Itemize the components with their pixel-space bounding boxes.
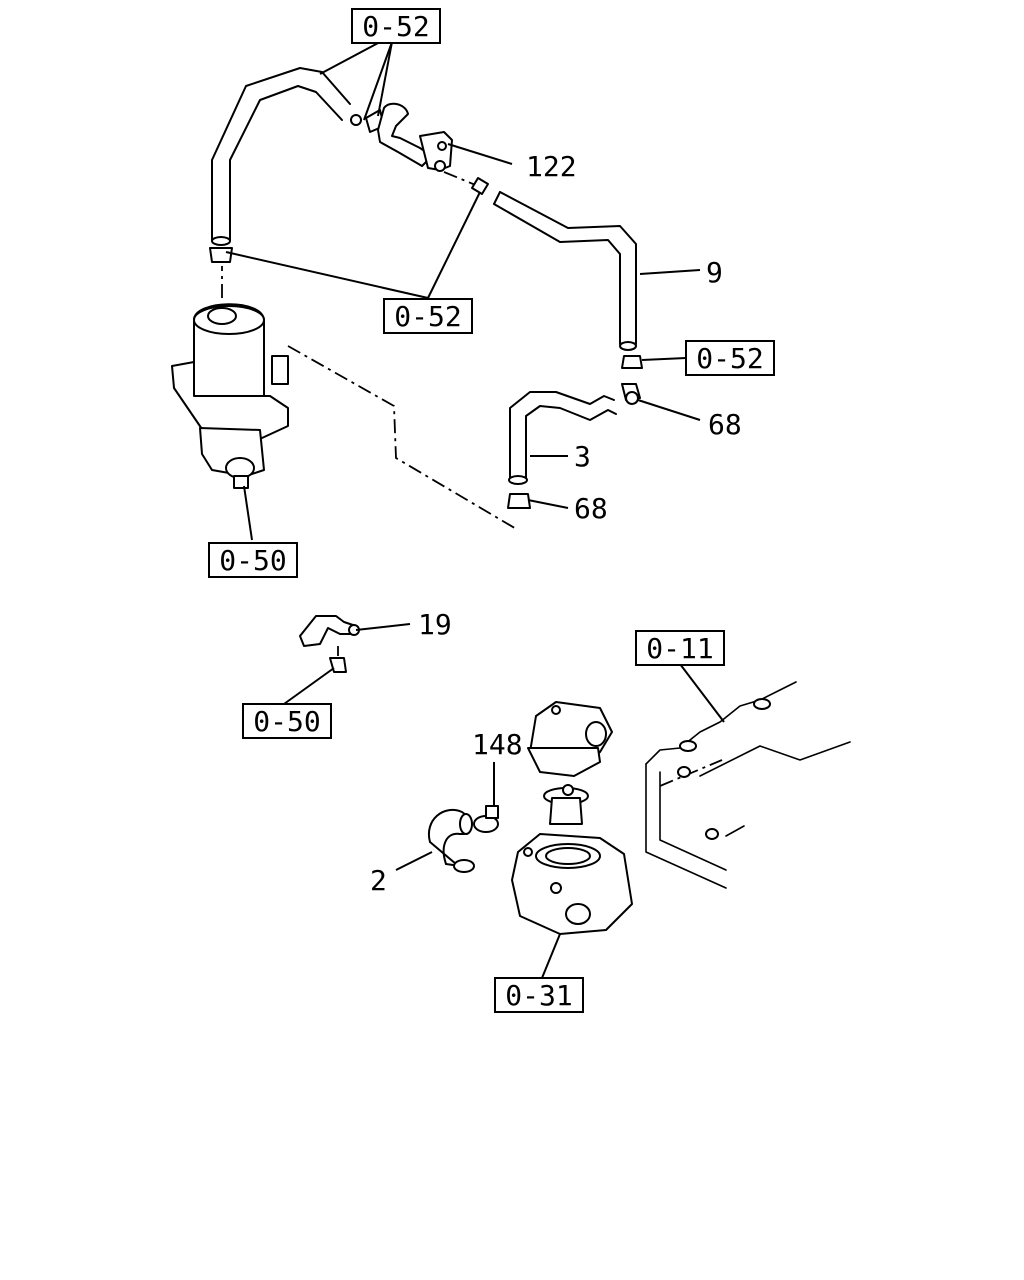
- ref-label: 0-50: [219, 544, 286, 577]
- ref-box-upper-right: 0-52: [685, 340, 775, 376]
- ref-label: 0-50: [253, 705, 320, 738]
- hose-3: [508, 391, 617, 485]
- upper-left-hose: [211, 67, 351, 246]
- hose-9-clamp: [621, 355, 643, 369]
- ref-box-upper-top: 0-52: [351, 8, 441, 44]
- bracket-19: [299, 615, 360, 673]
- ref-label: 0-11: [646, 632, 713, 665]
- part-number-68-lower: 68: [574, 492, 608, 525]
- upper-left-hose-clamp: [209, 247, 233, 263]
- hose-2: [427, 809, 475, 873]
- ref-box-upper-middle: 0-52: [383, 298, 473, 334]
- clamp-68-upper: [621, 383, 641, 405]
- clamp-68-lower: [507, 493, 531, 509]
- thermostat: [543, 784, 589, 825]
- part-number-122: 122: [526, 150, 577, 183]
- part-number-148: 148: [472, 728, 523, 761]
- separator-unit: [171, 266, 289, 489]
- part-number-19: 19: [418, 608, 452, 641]
- ref-box-engine: 0-11: [635, 630, 725, 666]
- ref-label: 0-52: [696, 342, 763, 375]
- ref-box-bracket: 0-50: [242, 703, 332, 739]
- ref-box-housing: 0-31: [494, 977, 584, 1013]
- ref-label: 0-52: [394, 300, 461, 333]
- part-number-3: 3: [574, 440, 591, 473]
- ref-label: 0-31: [505, 979, 572, 1012]
- ref-label: 0-52: [362, 10, 429, 43]
- clamp-148: [473, 805, 499, 833]
- part-number-2: 2: [370, 864, 387, 897]
- ref-box-separator: 0-50: [208, 542, 298, 578]
- bracket-assembly: [350, 102, 479, 187]
- leader-lines: [225, 41, 725, 979]
- thermostat-gasket: [527, 747, 601, 777]
- part-number-9: 9: [706, 256, 723, 289]
- thermostat-housing: [511, 833, 633, 935]
- engine-block: [645, 681, 851, 889]
- hose-9: [471, 177, 637, 351]
- part-number-68-upper: 68: [708, 408, 742, 441]
